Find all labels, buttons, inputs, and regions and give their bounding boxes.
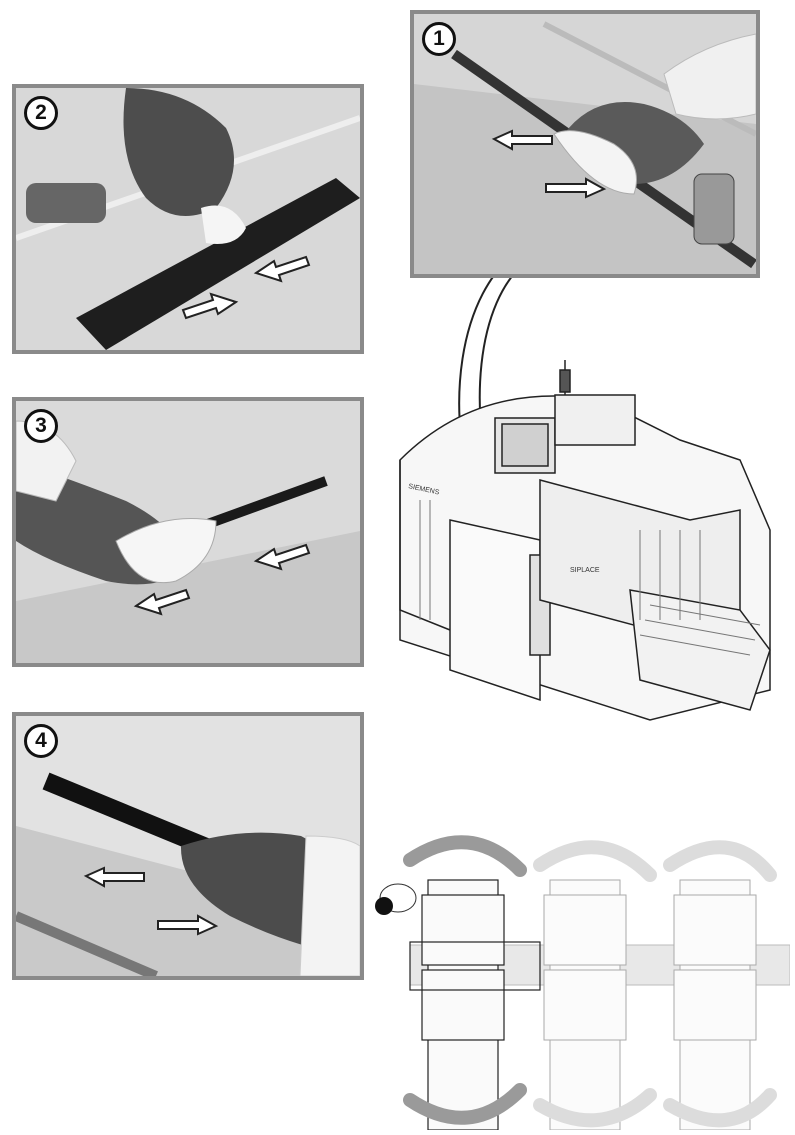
step-number-badge: 3 (24, 409, 58, 443)
step-number-badge: 2 (24, 96, 58, 130)
photo-step-1: 1 (410, 10, 760, 278)
operator-figure (375, 884, 416, 915)
photo-step-3: 3 (12, 397, 364, 667)
production-line-diagram (370, 820, 790, 1130)
step-number-badge: 1 (422, 22, 456, 56)
step-number-badge: 4 (24, 724, 58, 758)
photo-step-4: 4 (12, 712, 364, 980)
machine-model-label: SIPLACE (570, 567, 600, 574)
photo-step-2: 2 (12, 84, 364, 354)
machine-illustration: SIEMENS SIPLACE (390, 360, 785, 725)
